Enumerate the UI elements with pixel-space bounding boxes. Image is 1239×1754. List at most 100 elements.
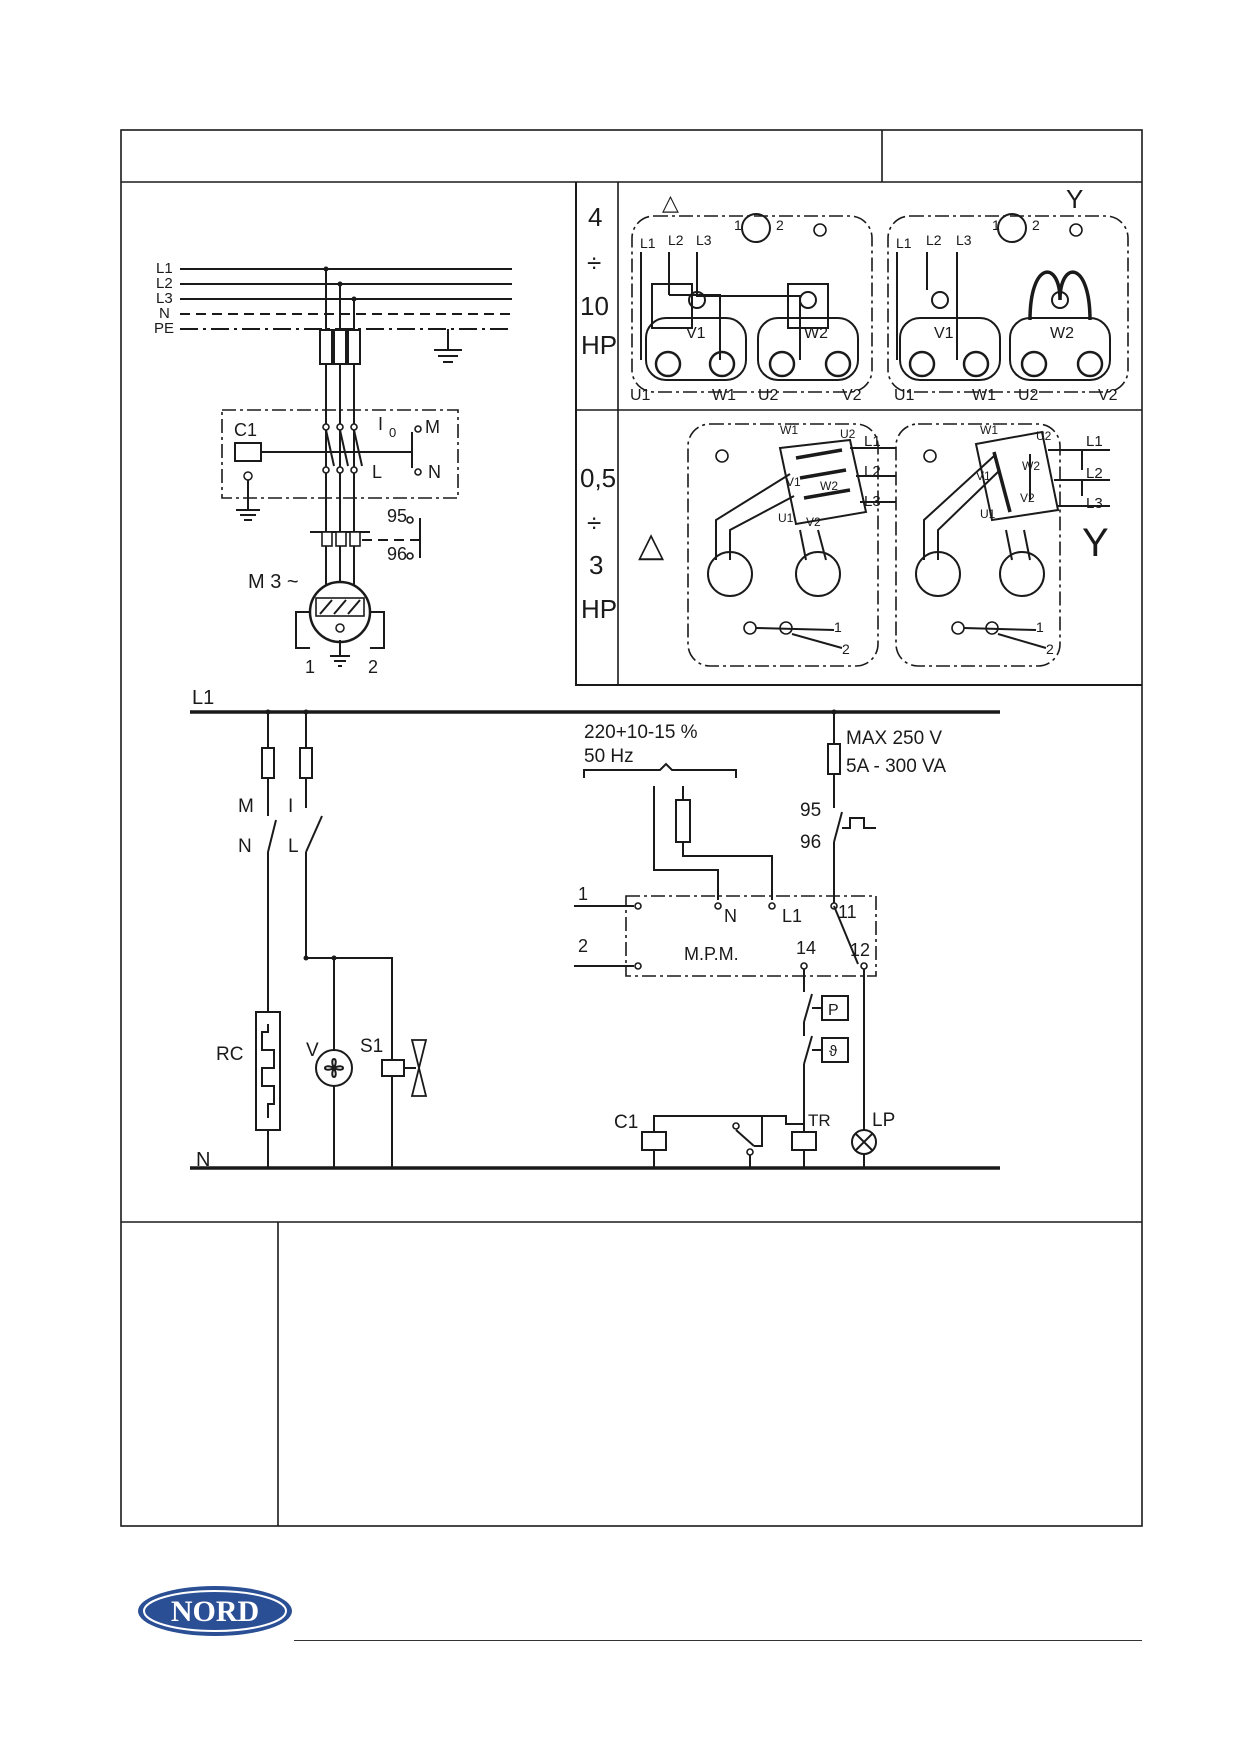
svg-text:W2: W2 <box>1050 325 1074 342</box>
star-symbol-small: Y <box>1082 521 1109 565</box>
pressure-switch-label: P <box>828 1002 839 1019</box>
switch-label-n: N <box>428 462 441 482</box>
relay-96: 96 <box>800 832 821 853</box>
svg-text:L3: L3 <box>864 493 881 510</box>
svg-text:L2: L2 <box>1086 465 1103 482</box>
thermistor-1: 1 <box>305 657 315 677</box>
logo-text: NORD <box>171 1595 259 1628</box>
svg-text:U1: U1 <box>778 511 794 525</box>
range-4: 4 <box>588 202 602 232</box>
load-s1: S1 <box>360 1036 383 1057</box>
bus-label-l2: L2 <box>156 275 173 292</box>
svg-text:V2: V2 <box>1020 491 1035 505</box>
svg-text:W2: W2 <box>820 479 838 493</box>
svg-text:L1: L1 <box>896 235 912 251</box>
thermostat-label: ϑ <box>829 1043 838 1060</box>
range-sep-1: ÷ <box>587 248 601 278</box>
switch-label-m: M <box>425 417 440 437</box>
module-input-2: 2 <box>578 936 588 956</box>
module-label: M.P.M. <box>684 944 739 964</box>
svg-text:L3: L3 <box>696 232 712 248</box>
output-c1: C1 <box>614 1112 638 1133</box>
bus-label-l3: L3 <box>156 290 173 307</box>
delta-symbol-small: △ <box>638 526 665 564</box>
nord-logo-icon: NORD <box>138 1586 292 1636</box>
svg-text:L1: L1 <box>640 235 656 251</box>
contactor-label: C1 <box>234 420 257 440</box>
svg-text:U1: U1 <box>980 507 996 521</box>
svg-text:U1: U1 <box>630 387 651 404</box>
svg-text:V2: V2 <box>842 387 862 404</box>
range-3: 3 <box>589 550 603 580</box>
svg-text:1: 1 <box>734 217 742 233</box>
svg-text:W2: W2 <box>804 325 828 342</box>
module-input-1: 1 <box>578 884 588 904</box>
svg-text:W1: W1 <box>712 387 736 404</box>
svg-text:2: 2 <box>842 641 850 657</box>
output-lp: LP <box>872 1110 895 1131</box>
range-sep-2: ÷ <box>587 508 601 538</box>
svg-text:W2: W2 <box>1022 459 1040 473</box>
svg-text:△: △ <box>662 190 679 215</box>
switch-b-i: I <box>288 796 293 817</box>
switch-b-l: L <box>288 836 299 857</box>
svg-text:L3: L3 <box>1086 495 1103 512</box>
svg-text:1: 1 <box>834 619 842 635</box>
svg-text:U2: U2 <box>840 427 856 441</box>
svg-text:L1: L1 <box>864 433 881 450</box>
contact-spec-2: 5A - 300 VA <box>846 756 946 777</box>
svg-text:L2: L2 <box>864 463 881 480</box>
title-frame <box>120 129 1143 1527</box>
phase-label: L1 <box>192 687 214 709</box>
svg-text:W1: W1 <box>780 423 798 437</box>
terminal-box-delta-small: W1 U2 V1 W2 U1 V2 L1 L2 L3 1 2 <box>687 423 896 667</box>
unit-hp-2: HP <box>581 594 617 624</box>
bus-label-n: N <box>159 305 170 322</box>
svg-text:Y: Y <box>1066 184 1083 214</box>
svg-text:L1: L1 <box>1086 433 1103 450</box>
svg-text:W1: W1 <box>980 423 998 437</box>
svg-text:W1: W1 <box>972 387 996 404</box>
svg-text:V1: V1 <box>786 475 801 489</box>
module-l1: L1 <box>782 906 802 926</box>
svg-text:V2: V2 <box>1098 387 1118 404</box>
supply-spec-2: 50 Hz <box>584 746 634 767</box>
thermistor-2: 2 <box>368 657 378 677</box>
relay-95: 95 <box>800 800 821 821</box>
svg-text:2: 2 <box>1032 217 1040 233</box>
svg-text:U2: U2 <box>1036 429 1052 443</box>
control-circuit: L1 N M N RC I L V S1 <box>190 687 1000 1171</box>
terminal-box-star-small: W1 U2 V1 W2 U1 V2 L1 L2 L3 1 2 <box>895 423 1110 667</box>
svg-text:1: 1 <box>992 217 1000 233</box>
svg-text:U1: U1 <box>894 387 915 404</box>
bus-label-l1: L1 <box>156 260 173 277</box>
switch-label-on: I <box>378 414 383 434</box>
terminal-box-star-large: Y L1 L2 L3 1 2 V1 W2 U1 W1 U2 V2 <box>887 184 1129 404</box>
svg-text:V1: V1 <box>976 469 991 483</box>
svg-text:V1: V1 <box>686 325 706 342</box>
neutral-label: N <box>196 1149 210 1171</box>
range-05: 0,5 <box>580 463 616 493</box>
svg-text:V1: V1 <box>934 325 954 342</box>
range-10: 10 <box>580 291 609 321</box>
svg-text:L2: L2 <box>668 232 684 248</box>
load-rc: RC <box>216 1044 243 1065</box>
switch-label-l: L <box>372 462 382 482</box>
unit-hp-1: HP <box>581 330 617 360</box>
relay-96-label: 96 <box>387 544 407 564</box>
terminal-box-delta-large: △ L1 L2 L3 1 2 V1 W2 U1 W1 U2 V2 <box>630 190 873 404</box>
relay-95-label: 95 <box>387 506 407 526</box>
svg-text:2: 2 <box>1046 641 1054 657</box>
supply-spec-1: 220+10-15 % <box>584 722 698 743</box>
svg-text:V2: V2 <box>806 515 821 529</box>
switch-a-m: M <box>238 796 254 817</box>
terminal-panel: 4 ÷ 10 HP △ L1 L2 L3 1 2 V1 W2 <box>575 182 1142 686</box>
switch-a-n: N <box>238 836 252 857</box>
svg-text:U2: U2 <box>758 387 779 404</box>
load-v: V <box>306 1040 319 1061</box>
svg-text:2: 2 <box>776 217 784 233</box>
svg-text:L3: L3 <box>956 232 972 248</box>
switch-label-off: 0 <box>389 425 396 440</box>
motor-label: M 3 ~ <box>248 571 299 593</box>
